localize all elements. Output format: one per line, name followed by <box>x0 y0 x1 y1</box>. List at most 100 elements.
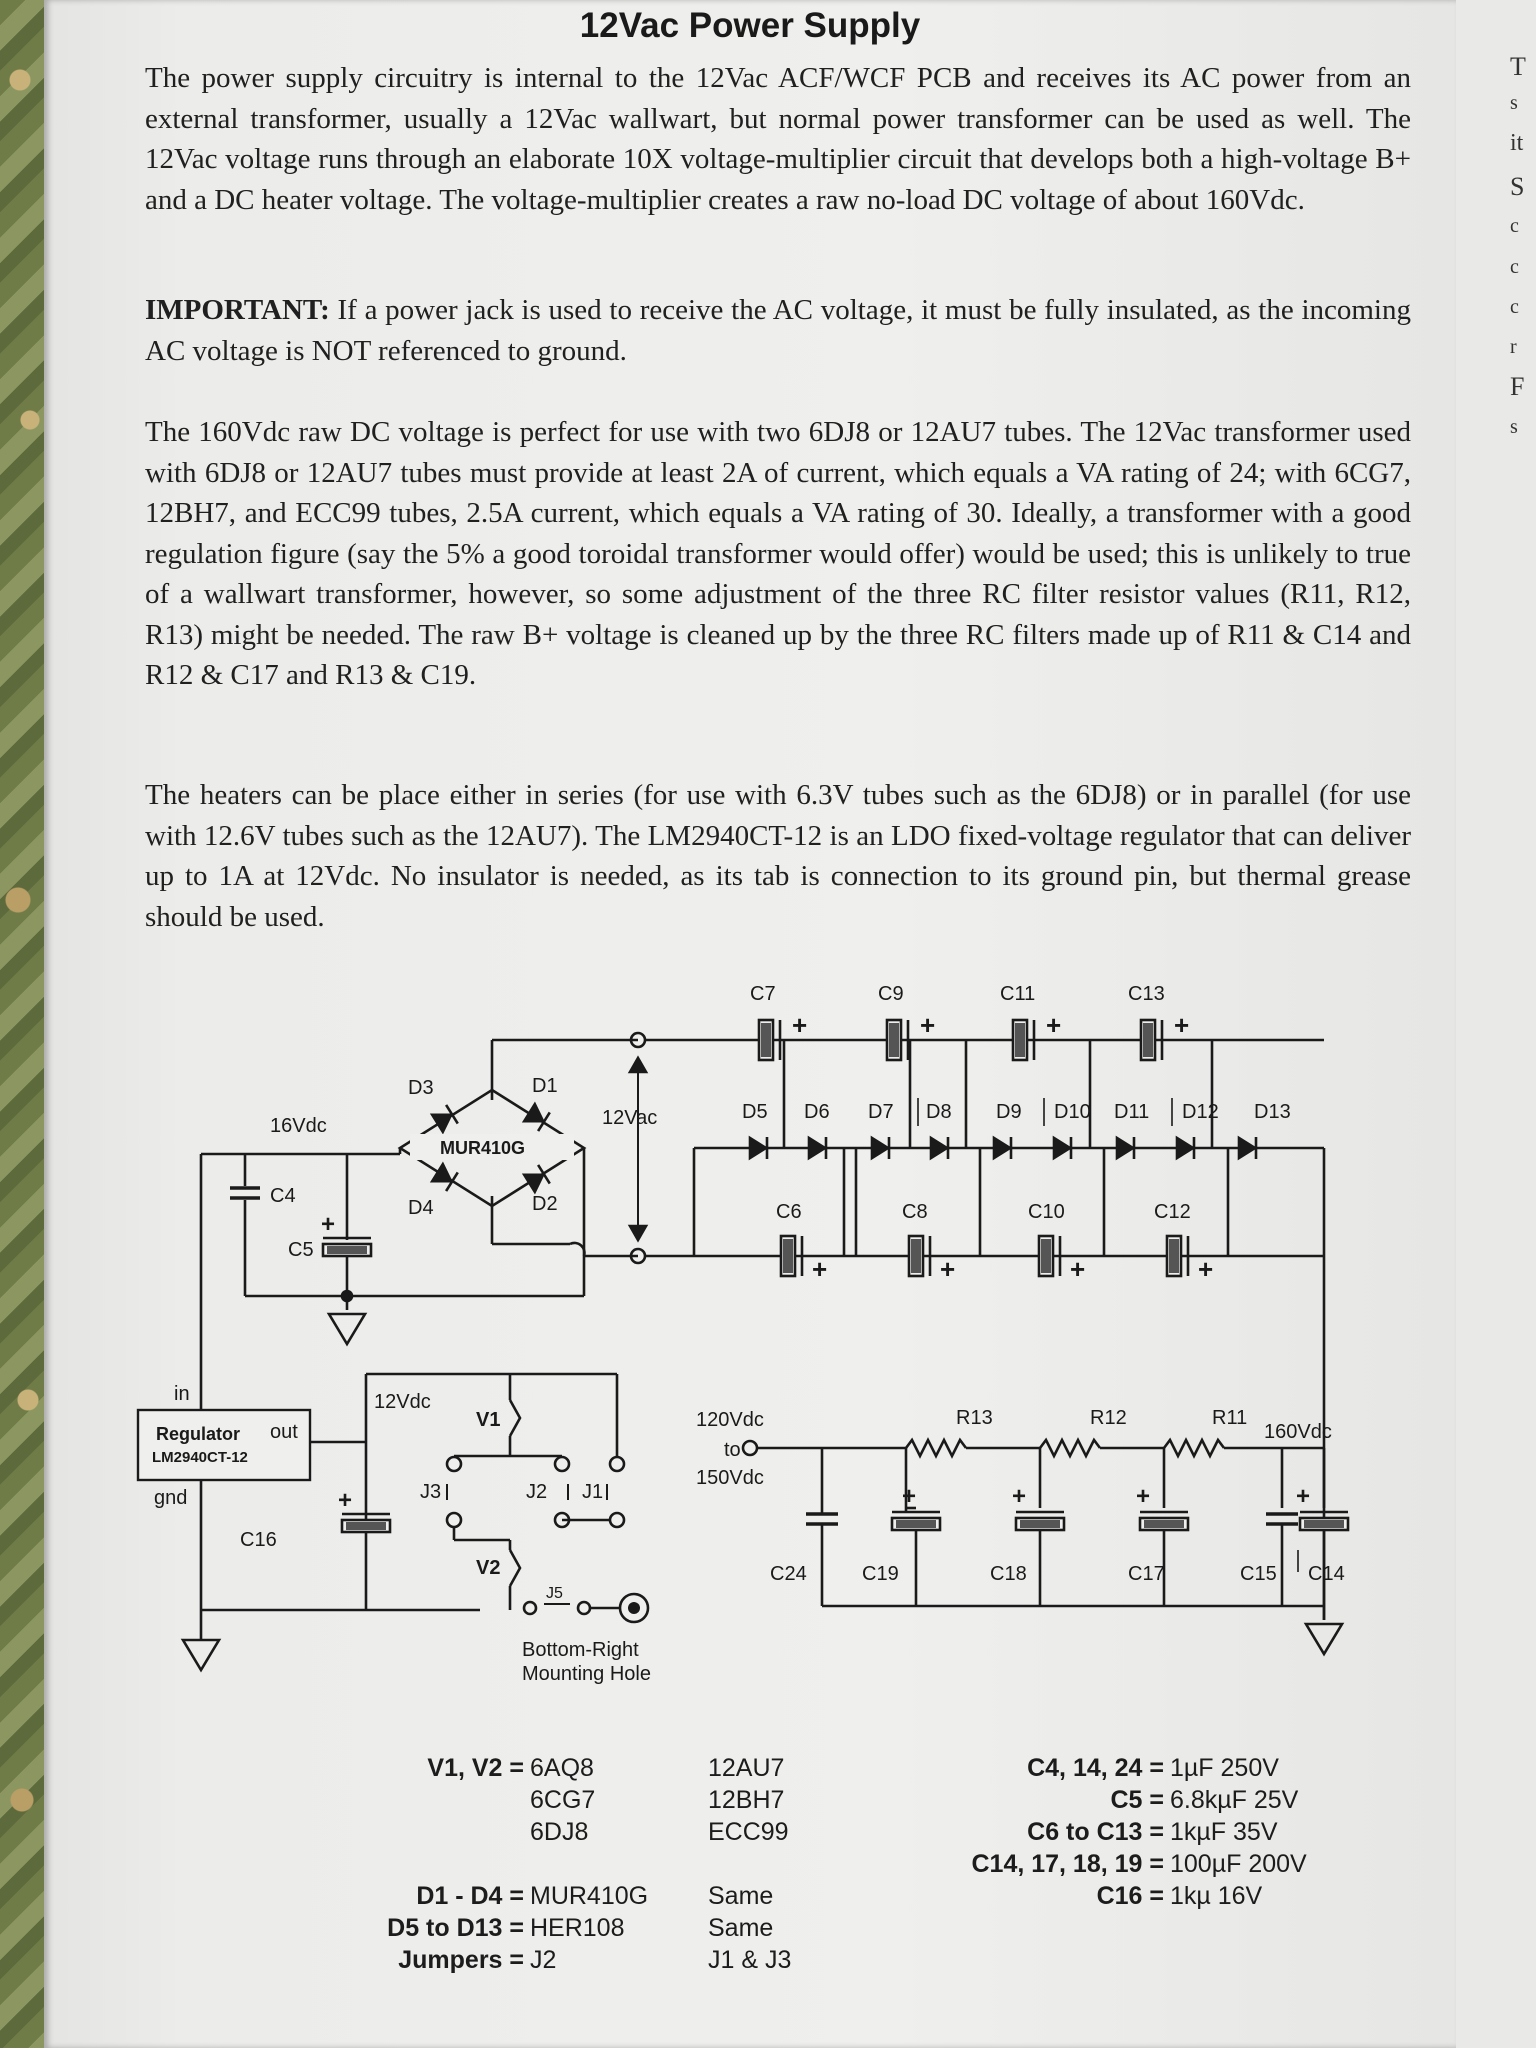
background-cloth <box>0 0 52 2048</box>
diode-label-d8: D8 <box>926 1101 952 1123</box>
jumper-pad <box>576 1600 592 1616</box>
jumper-label-j1: J1 <box>582 1481 603 1503</box>
facing-page-char: c <box>1510 215 1519 237</box>
bom-cap-value: 1kµF 35V <box>1170 1818 1278 1846</box>
bom-tubes-a: 6AQ8 6CG7 6DJ8 <box>530 1752 595 1848</box>
bplus-output-terminal <box>741 1439 759 1457</box>
cap-label-c14: C14 <box>1308 1563 1345 1585</box>
svg-text:+: + <box>1136 1483 1150 1510</box>
cap-label-c11: C11 <box>1000 983 1035 1005</box>
facing-page-char: c <box>1510 256 1519 278</box>
mount-label-line1: Bottom-Right <box>522 1639 639 1661</box>
bom-part: Same <box>708 1882 774 1910</box>
bom-cap-label: C14, 17, 18, 19 = <box>971 1850 1164 1878</box>
bom-cap-label: C4, 14, 24 = <box>1027 1754 1164 1782</box>
resistor-r12 <box>1038 1437 1102 1459</box>
bom-parts-labels: D1 - D4 = D5 to D13 = Jumpers = <box>264 1880 524 1976</box>
jumper-pad <box>608 1455 626 1473</box>
svg-text:+: + <box>1296 1483 1310 1510</box>
facing-page-char: T <box>1510 52 1526 81</box>
bridge-label-d3: D3 <box>408 1077 434 1099</box>
bom-parts-b: Same Same J1 & J3 <box>708 1880 791 1976</box>
cap-label-c9: C9 <box>878 983 904 1005</box>
bplus-label-line3: 150Vdc <box>696 1467 764 1489</box>
bom-tube: 12AU7 <box>708 1754 785 1782</box>
svg-text:+: + <box>338 1487 352 1514</box>
bom-tube: 6CG7 <box>530 1786 596 1814</box>
cap-c16: + <box>338 1487 392 1534</box>
svg-text:+: + <box>940 1254 955 1284</box>
regulator-name: Regulator <box>156 1424 240 1444</box>
arrow-head-down <box>627 1224 649 1243</box>
heater-v2 <box>508 1549 522 1587</box>
diode-chain <box>748 1135 1258 1161</box>
cap-label-c7: C7 <box>750 983 776 1005</box>
facing-page-char: s <box>1510 416 1518 438</box>
svg-text:+: + <box>1046 1010 1061 1040</box>
v12-label: 12Vdc <box>374 1391 431 1413</box>
bplus-label-line1: 120Vdc <box>696 1409 764 1431</box>
svg-text:+: + <box>1174 1010 1189 1040</box>
facing-page-char: c <box>1510 296 1519 318</box>
bom-tubes-label: V1, V2 = <box>427 1754 524 1782</box>
heater-v1 <box>508 1399 522 1437</box>
junction <box>340 1289 354 1303</box>
cap-label-c15: C15 <box>1240 1563 1277 1585</box>
jumper-label-j3: J3 <box>420 1481 441 1503</box>
bom-tube: 12BH7 <box>708 1786 785 1814</box>
resistor-r13 <box>904 1437 968 1459</box>
cap-label-c10: C10 <box>1028 1201 1065 1223</box>
bom-tube: 6AQ8 <box>530 1754 594 1782</box>
paragraph-heaters: The heaters can be place either in serie… <box>145 779 1411 933</box>
resistor-label-r11: R11 <box>1212 1407 1247 1429</box>
svg-text:+: + <box>321 1211 335 1238</box>
bom-part-label: D5 to D13 = <box>387 1914 524 1942</box>
mounting-hole-center <box>628 1602 640 1614</box>
jumper-pad <box>608 1511 626 1529</box>
cap-label-c5: C5 <box>288 1239 314 1261</box>
bom-part-label: D1 - D4 = <box>416 1882 524 1910</box>
bom-cap-value: 1kµ 16V <box>1170 1882 1263 1910</box>
arrow-head-up <box>627 1055 649 1074</box>
diode-label-d10: D10 <box>1054 1101 1091 1123</box>
bom-tubes-b: 12AU7 12BH7 ECC99 <box>708 1752 789 1848</box>
diode-label-d9: D9 <box>996 1101 1022 1123</box>
jumper-pad <box>445 1511 463 1529</box>
important-label: IMPORTANT: <box>145 294 330 326</box>
bom-part: Same <box>708 1914 774 1942</box>
svg-text:+: + <box>1012 1483 1026 1510</box>
dc16-label: 16Vdc <box>270 1115 327 1137</box>
bridge-rectifier <box>397 1088 587 1208</box>
regulator-box <box>136 1408 312 1482</box>
bridge-diodes <box>429 1101 551 1195</box>
diode-label-d11: D11 <box>1114 1101 1149 1123</box>
bom-cap-labels: C4, 14, 24 = C5 = C6 to C13 = C14, 17, 1… <box>884 1752 1164 1912</box>
jumper-label-j2: J2 <box>526 1481 547 1503</box>
paragraph-important: IMPORTANT: If a power jack is used to re… <box>145 290 1411 371</box>
v160-label: 160Vdc <box>1264 1421 1332 1443</box>
bridge-label-bg <box>410 1134 574 1160</box>
facing-page <box>1456 0 1536 2048</box>
paragraph-tubes: The 160Vdc raw DC voltage is perfect for… <box>145 416 1411 691</box>
wire-crossover <box>569 1241 586 1257</box>
cap-label-c19: C19 <box>862 1563 899 1585</box>
mount-label-line2: Mounting Hole <box>522 1663 651 1685</box>
svg-text:+: + <box>1070 1254 1085 1284</box>
jumper-pad <box>445 1455 463 1473</box>
bom-part: HER108 <box>530 1914 625 1942</box>
diode-label-d7: D7 <box>868 1101 894 1123</box>
facing-page-char: S <box>1510 172 1525 201</box>
cap-label-c12: C12 <box>1154 1201 1191 1223</box>
regulator-in-label: in <box>174 1383 190 1405</box>
diode-label-d5: D5 <box>742 1101 768 1123</box>
bottom-capacitors: + + + + <box>779 1234 1213 1284</box>
top-capacitors: + + + + <box>757 1010 1189 1062</box>
cap-label-c24: C24 <box>770 1563 807 1585</box>
diode-label-d12: D12 <box>1182 1101 1219 1123</box>
cap-label-c17: C17 <box>1128 1563 1165 1585</box>
bom-cap-values: 1µF 250V 6.8kµF 25V 1kµF 35V 100µF 200V … <box>1170 1752 1307 1912</box>
svg-text:+: + <box>920 1010 935 1040</box>
svg-text:+: + <box>812 1254 827 1284</box>
cap-label-c18: C18 <box>990 1563 1027 1585</box>
svg-text:+: + <box>1198 1254 1213 1284</box>
